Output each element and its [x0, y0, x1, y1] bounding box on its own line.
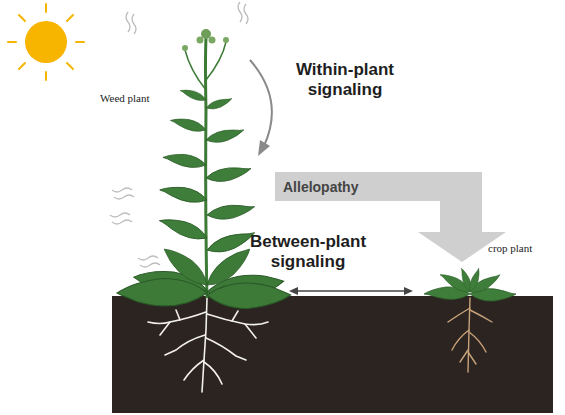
between-plant-arrow	[289, 287, 413, 295]
crop-plant	[424, 267, 516, 372]
signal-label: Within-plant signaling	[285, 60, 405, 101]
sun	[8, 4, 84, 80]
allelopathy-band: Allelopathy	[275, 172, 482, 201]
band-label: Allelopathy	[283, 179, 358, 195]
heat-waves	[110, 2, 248, 267]
plant-label: Weed plant	[100, 92, 150, 104]
signal-label: Between-plant signaling	[228, 232, 388, 273]
soil	[112, 296, 553, 413]
weed-roots	[148, 298, 268, 392]
plant-label: crop plant	[488, 242, 532, 254]
within-plant-arrow	[250, 60, 272, 156]
weed-plant	[117, 29, 291, 309]
